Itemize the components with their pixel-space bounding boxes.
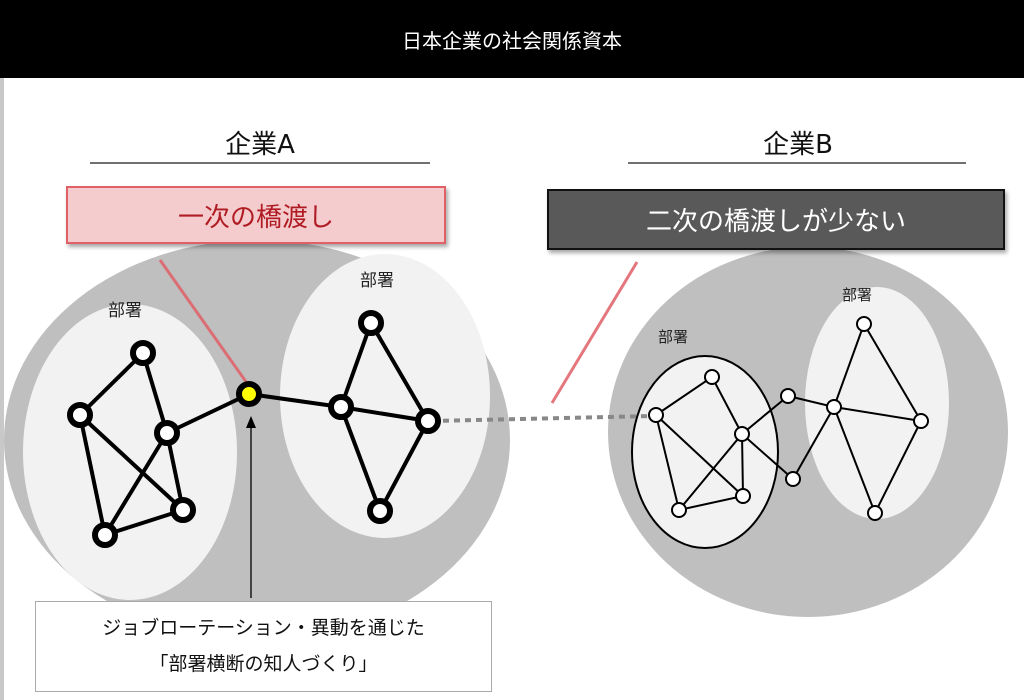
company-b-edge xyxy=(655,414,744,497)
company-b-edge xyxy=(833,406,922,422)
company-a-edge xyxy=(103,431,169,537)
company-b-node xyxy=(867,505,883,521)
company-a-node xyxy=(358,310,384,336)
company-b-edge xyxy=(792,406,835,480)
company-b-rule xyxy=(628,162,966,164)
company-b-dept-label-right: 部署 xyxy=(842,286,873,304)
slide-title: 日本企業の社会関係資本 xyxy=(0,0,1024,78)
caption-arrowhead xyxy=(246,416,256,428)
company-b-node xyxy=(856,316,872,332)
pointer-line-b xyxy=(550,261,639,404)
company-a-edge xyxy=(78,351,145,417)
company-a-edge xyxy=(378,420,430,512)
company-b-edge xyxy=(863,323,922,422)
company-a-dept-ellipse-left xyxy=(23,304,237,600)
company-a-dept-ellipse-right xyxy=(280,254,490,538)
company-b-node xyxy=(735,488,751,504)
bridge-node xyxy=(236,381,262,407)
company-a-edge xyxy=(78,414,107,536)
company-a-node xyxy=(92,522,118,548)
company-b-edge xyxy=(678,433,743,511)
company-b-edge xyxy=(741,433,794,480)
left-border xyxy=(0,78,4,700)
company-b-edge xyxy=(655,376,713,416)
company-b-dept-ellipse-left xyxy=(631,355,779,549)
company-b-edge xyxy=(874,420,922,514)
pointer-line-a xyxy=(158,259,251,387)
company-b-node xyxy=(648,407,664,423)
company-b-node xyxy=(704,369,720,385)
first-order-bridge-label: 一次の橋渡し xyxy=(66,186,446,244)
company-b-node xyxy=(734,426,750,442)
company-b-node xyxy=(913,413,929,429)
company-b-node xyxy=(785,471,801,487)
company-a-edge xyxy=(340,405,429,423)
company-a-dept-label-right: 部署 xyxy=(360,271,394,291)
company-b-heading: 企業B xyxy=(763,130,833,160)
company-a-dept-label-left: 部署 xyxy=(108,301,142,321)
inter-company-dashed-link xyxy=(431,414,651,423)
company-a-edge xyxy=(339,406,382,512)
company-a-edge xyxy=(166,392,250,435)
company-a-node xyxy=(67,402,93,428)
caption-line-2: 「部署横断の知人づくり」 xyxy=(149,653,378,675)
company-a-heading: 企業A xyxy=(225,130,295,160)
company-a-edge xyxy=(369,321,430,423)
company-b-node xyxy=(826,399,842,415)
company-b-edge xyxy=(833,406,876,514)
company-b-node xyxy=(671,502,687,518)
company-a-node xyxy=(328,394,354,420)
company-a-edge xyxy=(248,392,342,409)
company-b-dept-label-left: 部署 xyxy=(658,328,689,346)
company-a-edge xyxy=(104,508,184,537)
company-a-edge xyxy=(78,413,185,512)
company-b-edge xyxy=(711,376,743,435)
company-a-node xyxy=(170,497,196,523)
company-a-edge xyxy=(141,352,169,434)
company-b-node xyxy=(780,388,796,404)
company-b-edge xyxy=(741,433,744,497)
few-second-order-bridges-label: 二次の橋渡しが少ない xyxy=(547,189,1005,250)
company-a-node xyxy=(130,340,156,366)
company-b-edge xyxy=(655,414,680,511)
company-b-dept-ellipse-right xyxy=(805,287,949,519)
job-rotation-caption: ジョブローテーション・異動を通じた 「部署横断の知人づくり」 xyxy=(35,601,492,692)
caption-line-1: ジョブローテーション・異動を通じた xyxy=(102,617,425,639)
company-b-edge xyxy=(741,395,789,435)
company-a-node xyxy=(367,498,393,524)
company-a-edge xyxy=(339,322,373,408)
company-a-node xyxy=(154,420,180,446)
company-b-edge xyxy=(833,323,865,408)
company-a-rule xyxy=(90,162,430,164)
company-a-edge xyxy=(165,432,185,511)
company-b-edge xyxy=(678,495,744,511)
company-a-node xyxy=(415,408,441,434)
